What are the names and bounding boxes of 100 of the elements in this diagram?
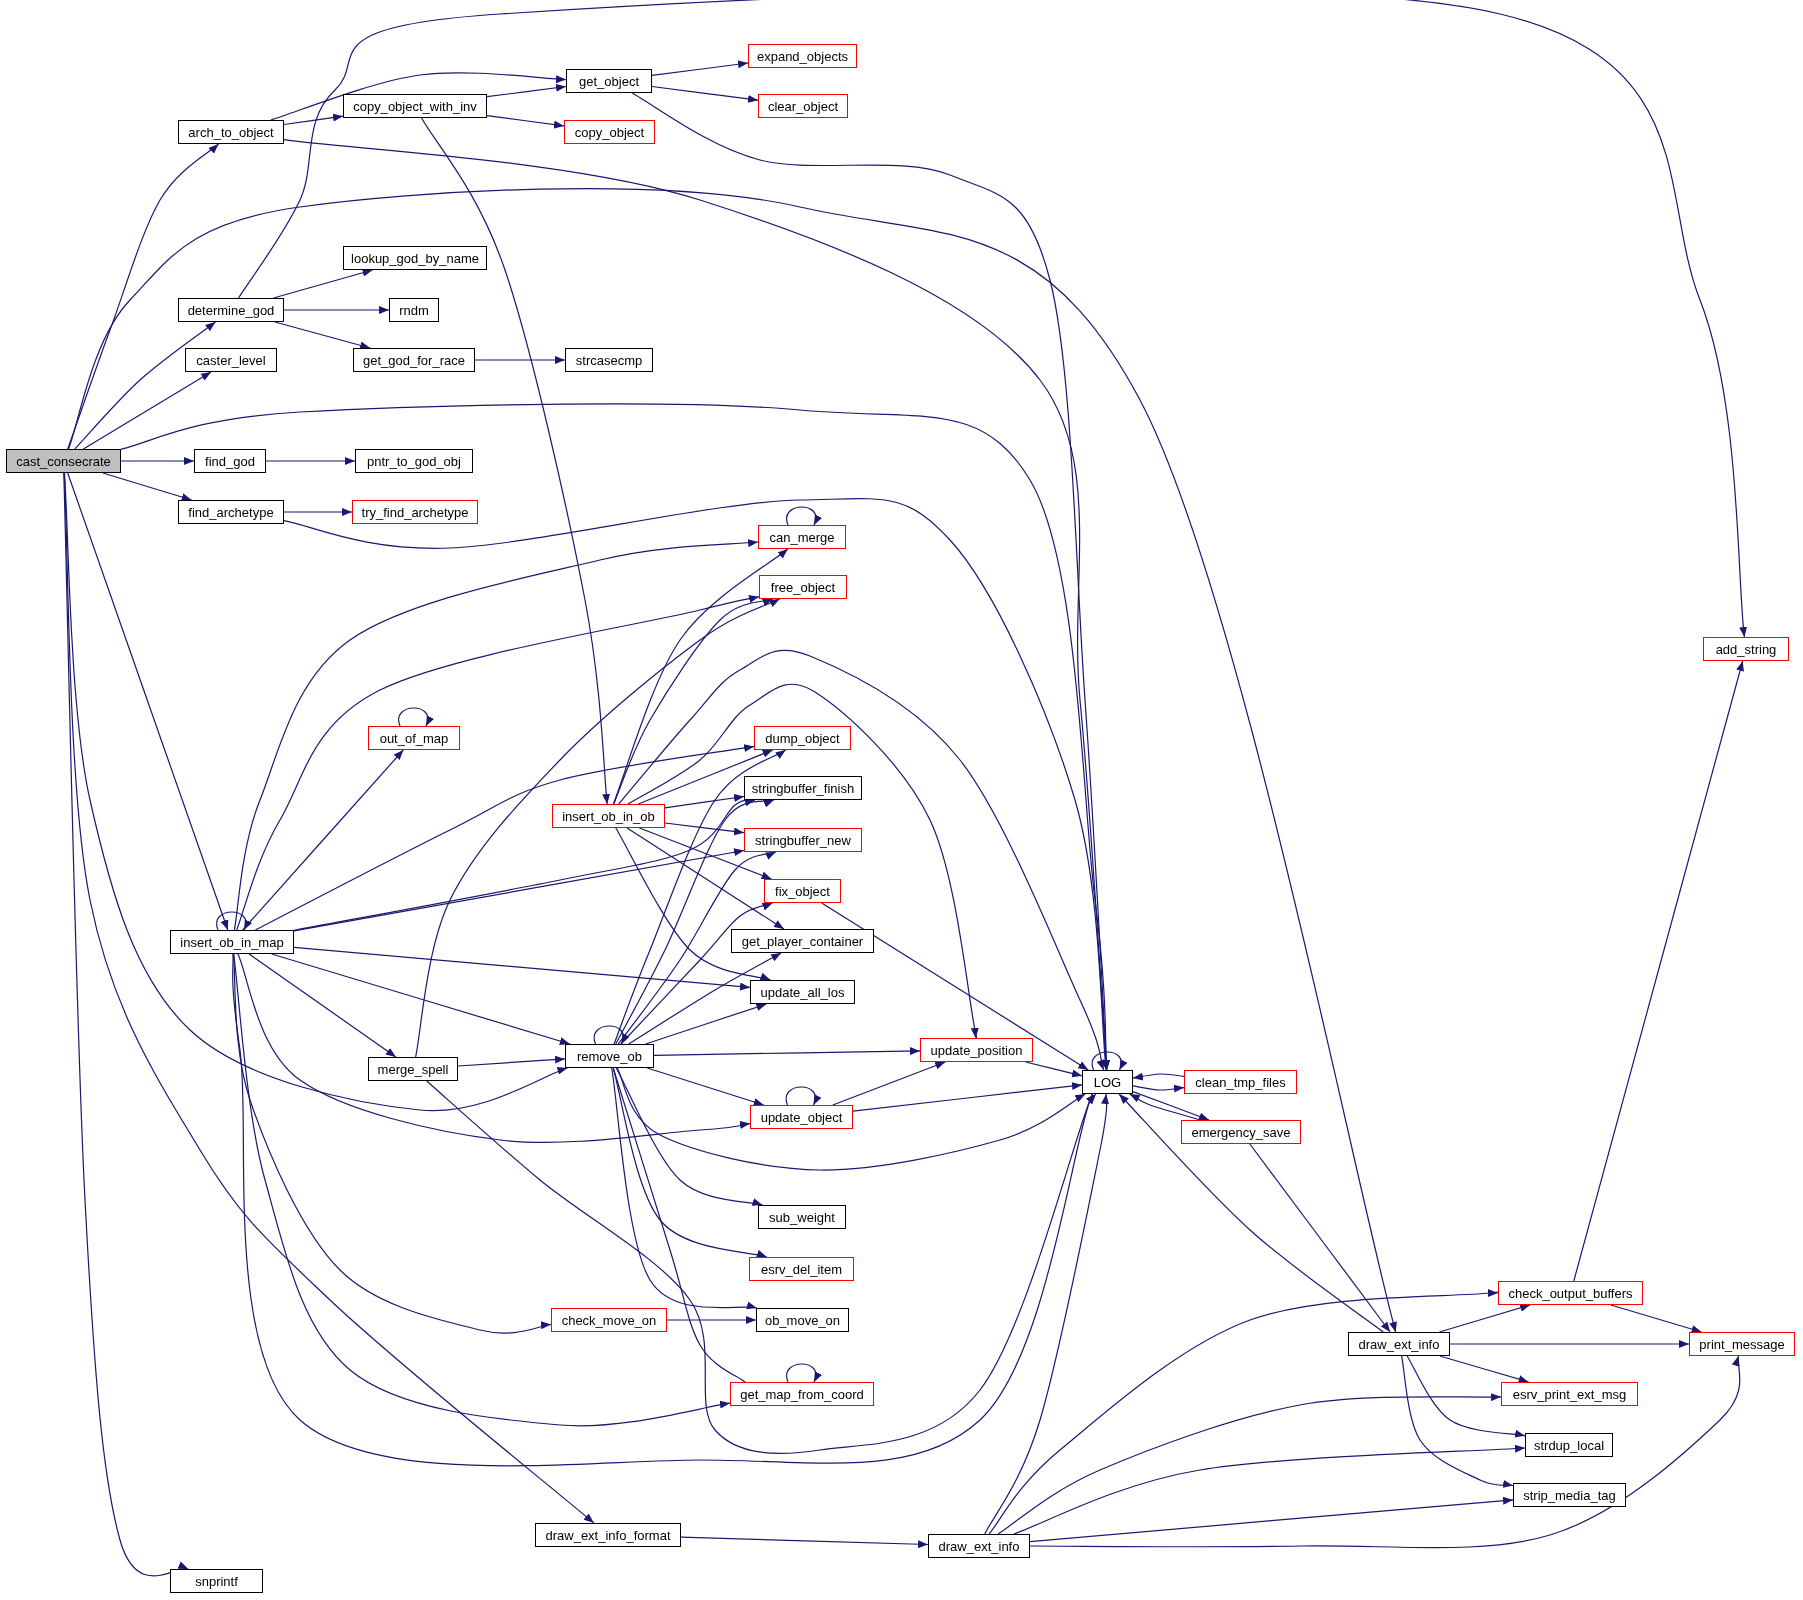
function-box: insert_ob_in_map [170,930,294,954]
function-box: emergency_save [1181,1120,1301,1144]
arrow [1573,660,1744,1282]
arrow [1029,1355,1742,1549]
arrow [651,85,759,103]
arrow [248,953,397,1058]
function-box: fix_object [764,879,841,903]
function-box: strcasecmp [565,348,653,372]
arrow [786,1363,821,1383]
arrow [67,472,229,931]
function-box: caster_level [185,348,277,372]
arrow [283,306,390,314]
function-box: find_god [194,449,266,473]
function-box: LOG [1082,1070,1133,1094]
arrow [398,707,433,727]
arrow [237,0,1748,638]
arrow [613,749,787,1045]
arrow [63,472,189,1577]
arrow [293,848,745,932]
function-box: esrv_print_ext_msg [1501,1382,1638,1406]
function-box: remove_ob [565,1044,654,1068]
arrow [265,457,356,465]
function-box: lookup_god_by_name [343,246,487,270]
function-box: try_find_archetype [352,500,478,524]
arrow [1406,1355,1526,1439]
arrow [651,60,749,76]
function-box: determine_god [178,298,284,322]
function-box: ob_move_on [756,1308,849,1332]
arrow [1091,1051,1127,1071]
function-box: esrv_del_item [749,1257,854,1281]
arrow [271,953,571,1045]
function-box: expand_objects [748,44,857,68]
arrow [616,1067,1086,1171]
arrow [1025,1061,1083,1078]
function-box: sub_weight [758,1205,846,1229]
arrow [63,472,595,1524]
function-box: clear_object [758,94,848,118]
arrow [242,749,404,931]
arrow [486,83,567,98]
arrow [646,1067,765,1106]
arrow [457,1055,566,1067]
arrow [615,827,771,981]
arrow [237,953,751,1143]
function-box: print_message [1689,1332,1795,1356]
arrow [620,902,774,1045]
arrow [984,1093,1110,1535]
function-box: get_player_container [731,929,874,953]
arrow [270,72,567,121]
arrow [293,946,751,991]
arrow [832,1061,946,1106]
function-box: check_move_on [551,1308,667,1332]
arrow [615,798,775,1045]
arrow [102,472,193,501]
arrow [626,827,785,930]
arrow [82,371,212,450]
function-box: get_object [566,69,652,93]
arrow [67,188,1398,1333]
function-box: pntr_to_god_obj [355,449,473,473]
arrow [1132,1084,1185,1093]
arrow [293,797,756,931]
arrow [785,1086,821,1106]
arrow [1132,1091,1210,1121]
function-box: update_object [750,1105,853,1129]
function-box: insert_ob_in_ob [552,804,665,828]
arrow [274,321,371,350]
arrow [821,902,1089,1071]
function-box: update_position [920,1038,1033,1062]
arrow [1129,1093,1202,1121]
function-box: clean_tmp_files [1184,1070,1297,1094]
function-box: can_merge [758,525,846,549]
function-box: strdup_local [1525,1433,1613,1457]
arrow [1610,1304,1703,1333]
function-box: find_archetype [178,500,284,524]
arrow [593,1025,629,1045]
arrow [628,952,782,1045]
arrow [997,1393,1502,1535]
function-box: cast_consecrate [6,449,121,473]
arrow [612,548,789,805]
function-box: stringbuffer_finish [744,776,862,800]
function-box: arch_to_object [178,120,284,144]
arrow [786,506,821,526]
arrow [120,457,195,465]
arrow [74,321,216,450]
arrow [653,1047,921,1056]
function-box: get_map_from_coord [730,1382,874,1406]
arrow [664,793,745,809]
arrow [233,953,731,1427]
function-box: out_of_map [368,726,460,750]
arrow [1438,1304,1531,1333]
arrow [272,268,374,299]
arrow [1013,1444,1526,1535]
arrow [645,1003,767,1045]
arrow [1249,1143,1391,1333]
arrow [615,1067,763,1207]
arrow [67,143,220,450]
arrow [1118,1093,1384,1333]
function-box: get_god_for_race [353,348,475,372]
function-box: copy_object [564,120,655,144]
arrow [421,117,611,805]
arrow [666,1316,757,1324]
